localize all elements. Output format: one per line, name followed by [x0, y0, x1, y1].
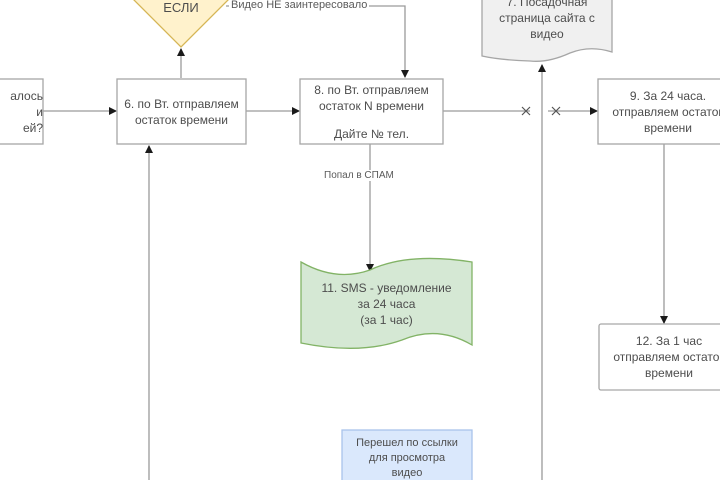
node-step12[interactable] — [598, 323, 720, 391]
node-step11-tape[interactable] — [300, 257, 473, 349]
step9-line-3: времени — [644, 120, 692, 135]
step12-line-1: 12. За 1 час — [635, 334, 703, 348]
edge-label-not-interested: Видео НЕ заинтересовало — [229, 0, 370, 11]
step6-line-2: остаток времени — [134, 112, 229, 127]
left-cut-line-1: алось — [10, 88, 43, 103]
step6-line-1: 6. по Вт. отправляем — [124, 96, 239, 111]
note-link-line-3: видео — [391, 466, 423, 479]
step8-line-1: 8. по Вт. отправляем — [314, 82, 429, 97]
decision-label: ЕСЛИ — [163, 0, 199, 15]
left-cut-line-2: и — [36, 104, 43, 119]
node-step8[interactable] — [299, 78, 444, 145]
step11-text: 11. SMS - уведомление за 24 часа (за 1 ч… — [301, 278, 472, 330]
step11-line-1: 11. SMS - уведомление — [321, 281, 452, 295]
step12-line-2: отправляем остаток — [613, 350, 720, 364]
cross-mark-icon — [551, 106, 561, 116]
step7-line-2: страница сайта с — [499, 11, 595, 25]
note-link-line-2: для просмотра — [368, 451, 446, 464]
step11-line-2: за 24 часа — [357, 297, 416, 311]
step9-line-1: 9. За 24 часа. — [629, 88, 707, 103]
decision-text: ЕСЛИ — [140, 0, 222, 20]
left-cut-line-3: ей? — [22, 120, 43, 135]
node-note-link[interactable] — [341, 429, 473, 480]
step7-text: 7. Посадочная страница сайта с видео — [482, 0, 612, 45]
note-link-line-1: Перешел по ссылки — [356, 436, 458, 449]
note-link-text: Перешел по ссылки для просмотра видео — [342, 434, 472, 482]
step11-line-3: (за 1 час) — [360, 313, 413, 327]
step8-text: 8. по Вт. отправляем остаток N времени Д… — [300, 79, 443, 144]
node-left-cut[interactable] — [0, 78, 44, 145]
step7-line-3: видео — [530, 27, 564, 41]
step9-text: 9. За 24 часа. отправляем остаток времен… — [598, 79, 720, 144]
node-decision[interactable] — [133, 0, 229, 48]
step9-line-2: отправляем остаток — [612, 104, 720, 119]
node-step9[interactable] — [597, 78, 720, 145]
edge-label-spam: Попал в СПАМ — [322, 170, 396, 181]
left-cut-text: алось и ей? — [0, 79, 43, 144]
edge-decision-to-step8 — [226, 5, 409, 78]
node-step6[interactable] — [116, 78, 247, 145]
cross-mark-icon — [521, 106, 531, 116]
edges — [43, 5, 668, 480]
step7-line-1: 7. Посадочная — [506, 0, 588, 9]
node-step7-document[interactable] — [481, 0, 613, 62]
crossing-marks — [521, 106, 561, 116]
step6-text: 6. по Вт. отправляем остаток времени — [117, 79, 246, 144]
step12-text: 12. За 1 час отправляем остаток времени — [599, 324, 720, 390]
step8-line-4: Дайте № тел. — [333, 126, 410, 141]
step8-line-2: остаток N времени — [318, 98, 425, 113]
step12-line-3: времени — [645, 366, 693, 380]
